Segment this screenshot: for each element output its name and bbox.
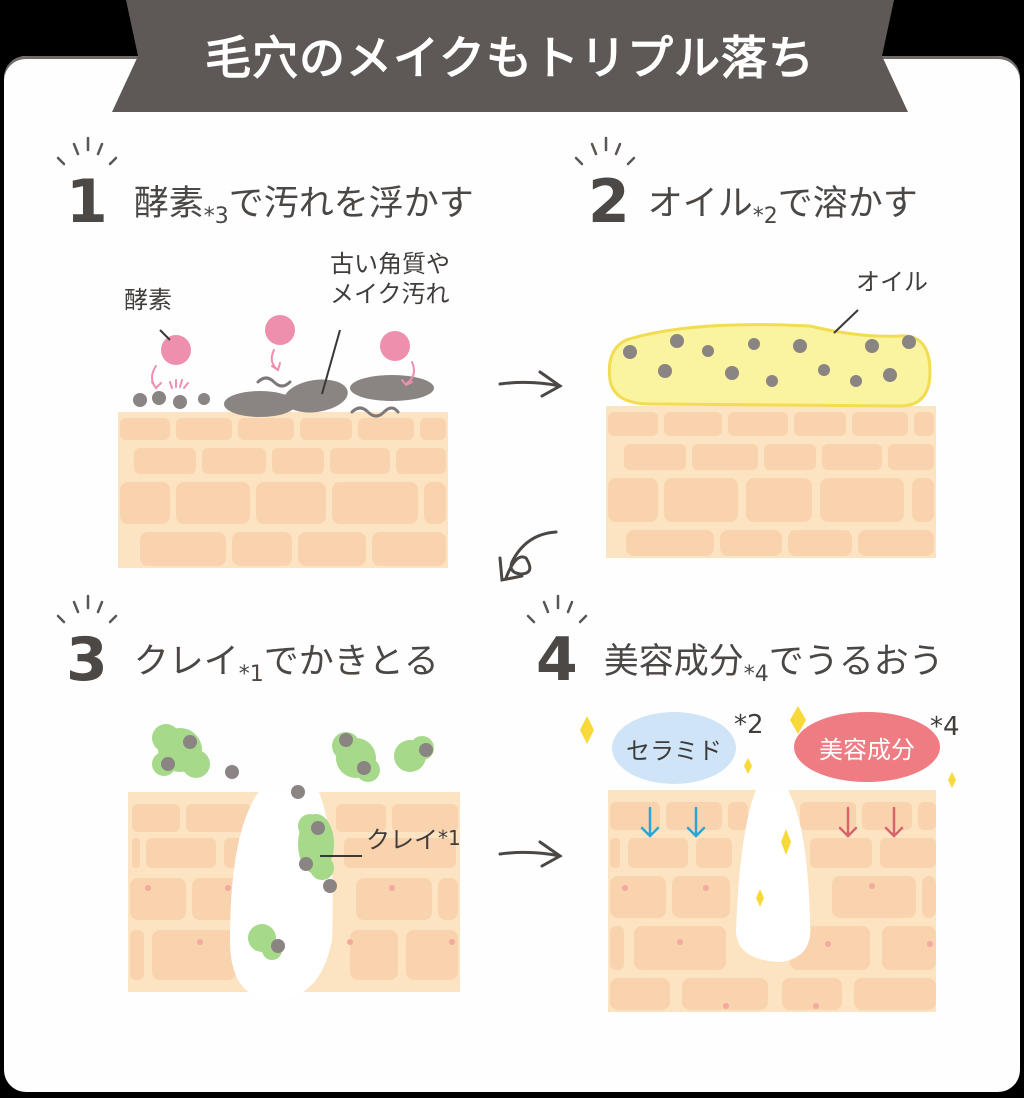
step-4-heading: 4 美容成分*4でうるおう bbox=[536, 630, 944, 690]
step-3-number: 3 bbox=[66, 625, 108, 695]
arrow-curve-down-left-icon bbox=[498, 530, 558, 582]
banner-ribbon-shape bbox=[112, 0, 908, 112]
beauty-ingredient-note: *4 bbox=[930, 712, 960, 742]
step-3-title-main: クレイ bbox=[133, 641, 239, 682]
step-3-title-rest: でかきとる bbox=[263, 641, 439, 682]
step-1-title-rest: で汚れを浮かす bbox=[228, 183, 474, 224]
step-3-title-note: *1 bbox=[238, 661, 264, 687]
sparkles-decoration bbox=[580, 706, 956, 788]
arrow-right-icon bbox=[498, 840, 563, 868]
step-4-number: 4 bbox=[536, 625, 578, 695]
step-4-illustration bbox=[608, 790, 936, 1012]
ceramide-arrow-icon bbox=[640, 806, 706, 838]
oil-label: オイル bbox=[856, 268, 928, 296]
skin-layer bbox=[606, 406, 936, 558]
clay-label-note: *1 bbox=[438, 826, 461, 850]
clay-label-text: クレイ bbox=[366, 826, 438, 854]
sparkle-icon bbox=[756, 829, 791, 907]
dirt-label-line2: メイク汚れ bbox=[330, 280, 450, 308]
enzyme-icon bbox=[161, 315, 410, 365]
step-4-title-rest: でうるおう bbox=[768, 641, 944, 682]
pore bbox=[736, 790, 811, 962]
skin-layer bbox=[118, 412, 448, 568]
step-4-title-note: *4 bbox=[743, 661, 769, 687]
step-2-title-main: オイル bbox=[647, 183, 753, 224]
step-2-title-note: *2 bbox=[752, 203, 778, 229]
dirt-particles bbox=[623, 334, 916, 387]
beauty-ingredient-badge: 美容成分 bbox=[794, 712, 940, 782]
dirt-particles bbox=[161, 733, 433, 953]
clay-label: クレイ*1 bbox=[366, 826, 461, 855]
step-2-number: 2 bbox=[588, 167, 630, 237]
dirt-particles bbox=[133, 375, 434, 417]
skin-layer bbox=[608, 790, 936, 1012]
step-2-heading: 2 オイル*2で溶かす bbox=[588, 172, 918, 232]
banner-title: 毛穴のメイクもトリプル落ち bbox=[204, 31, 816, 85]
step-3-title: クレイ*1でかきとる bbox=[134, 641, 439, 690]
step-1-heading: 1 酵素*3で汚れを浮かす bbox=[66, 172, 474, 232]
sparkle-lines-icon bbox=[526, 594, 588, 624]
oil-blob bbox=[607, 323, 932, 408]
sparkle-lines-icon bbox=[56, 136, 118, 166]
step-3-illustration bbox=[128, 724, 460, 1000]
step-3-heading: 3 クレイ*1でかきとる bbox=[66, 630, 439, 690]
step-4-title: 美容成分*4でうるおう bbox=[604, 641, 944, 690]
skin-layer bbox=[128, 790, 460, 1000]
step-1-title-main: 酵素 bbox=[133, 183, 204, 224]
step-2-illustration bbox=[606, 309, 936, 558]
step-1-title: 酵素*3で汚れを浮かす bbox=[134, 183, 474, 232]
sparkle-lines-icon bbox=[574, 136, 636, 166]
sparkle-icon bbox=[580, 706, 956, 788]
sparkle-lines-icon bbox=[56, 594, 118, 624]
dirt-label-line1: 古い角質や bbox=[330, 250, 450, 278]
step-1-illustration bbox=[118, 315, 448, 568]
enzyme-label: 酵素 bbox=[124, 286, 172, 314]
step-2-title: オイル*2で溶かす bbox=[648, 183, 918, 232]
step-1-number: 1 bbox=[66, 167, 108, 237]
step-2-title-rest: で溶かす bbox=[777, 183, 918, 224]
step-1-title-note: *3 bbox=[203, 203, 229, 229]
beauty-arrow-icon bbox=[838, 806, 904, 838]
ceramide-note: *2 bbox=[734, 710, 764, 740]
title-banner: 毛穴のメイクもトリプル落ち bbox=[112, 0, 908, 112]
arrow-right-icon bbox=[498, 370, 563, 398]
step-4-title-main: 美容成分 bbox=[603, 641, 744, 682]
ceramide-badge: セラミド bbox=[612, 712, 736, 784]
